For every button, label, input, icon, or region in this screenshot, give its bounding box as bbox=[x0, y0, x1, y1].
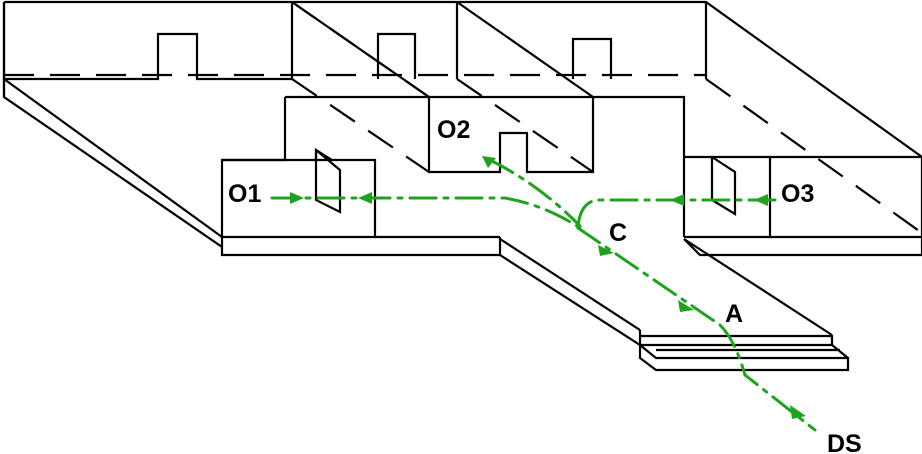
route-o3-to-c bbox=[576, 198, 777, 230]
arrow-toward-ds bbox=[790, 405, 806, 419]
label-ds: DS bbox=[827, 430, 862, 454]
diagram-labels: O1 O2 O3 C A DS bbox=[228, 116, 862, 454]
route-o2-to-c bbox=[488, 158, 582, 228]
arrow-toward-a bbox=[678, 300, 694, 312]
arrow-toward-c bbox=[598, 245, 614, 256]
label-a: A bbox=[725, 300, 743, 328]
route-o1-to-c bbox=[270, 196, 582, 230]
front-rooms bbox=[220, 95, 922, 360]
label-o3: O3 bbox=[781, 180, 814, 208]
building-slab bbox=[2, 2, 922, 372]
route-c-to-a bbox=[576, 226, 722, 327]
arrow-corridor-2 bbox=[670, 194, 684, 206]
label-o2: O2 bbox=[437, 116, 470, 144]
arrow-from-o2 bbox=[482, 156, 496, 168]
arrow-from-o1 bbox=[290, 192, 304, 204]
arrow-corridor-1 bbox=[358, 192, 372, 204]
label-o1: O1 bbox=[228, 180, 261, 208]
label-c: C bbox=[609, 219, 627, 247]
hidden-edges bbox=[4, 1, 922, 234]
arrow-from-o3 bbox=[754, 194, 768, 206]
route-a-to-ds bbox=[718, 323, 817, 432]
evacuation-route bbox=[270, 156, 817, 432]
